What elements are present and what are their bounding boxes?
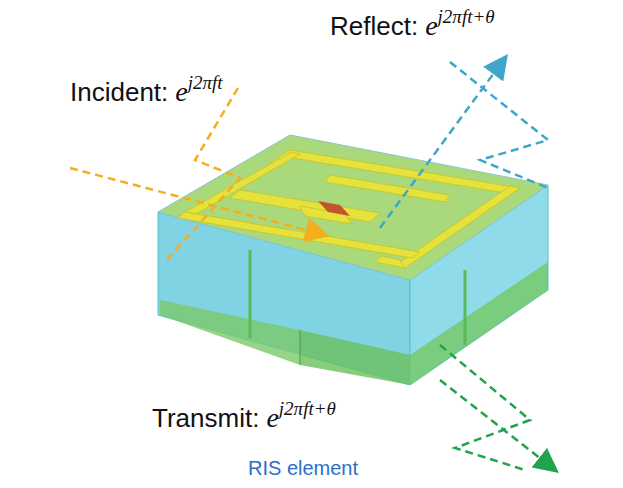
tunable-component — [318, 201, 350, 216]
caption-label: RIS element — [248, 458, 358, 478]
signal-name: Incident: — [70, 77, 168, 107]
metal-pattern — [178, 150, 520, 268]
reflect-wave — [380, 58, 548, 228]
reflect-label: Reflect:ej2πft+θ — [330, 12, 495, 40]
ground-plane — [300, 330, 410, 385]
ground-plane — [410, 262, 548, 385]
via — [464, 270, 467, 345]
signal-expression: j2πft+θ — [438, 6, 495, 27]
signal-expression: e — [175, 76, 187, 107]
incident-label: Incident:ej2πft — [70, 78, 223, 106]
transmit-wave — [440, 345, 555, 470]
ground-plane — [160, 300, 300, 365]
signal-expression: j2πft — [188, 72, 223, 93]
via — [249, 250, 252, 338]
signal-name: Transmit: — [152, 403, 259, 433]
transmit-label: Transmit:ej2πft+θ — [152, 404, 336, 432]
signal-expression: e — [425, 10, 437, 41]
signal-expression: j2πft+θ — [279, 398, 336, 419]
signal-name: Reflect: — [330, 11, 418, 41]
incident-wave — [70, 88, 325, 262]
signal-expression: e — [266, 402, 278, 433]
